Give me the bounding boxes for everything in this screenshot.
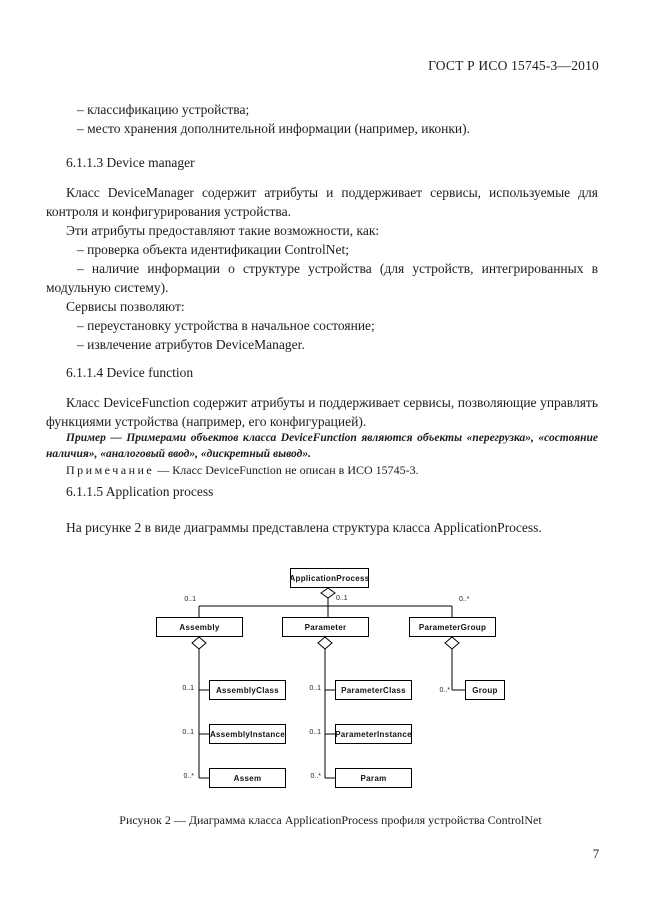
class-box-parameterinstance: ParameterInstance [335, 724, 412, 744]
note-label: Примечание [66, 463, 155, 477]
section-heading-6113: 6.1.1.3 Device manager [66, 155, 195, 170]
note-body: — Класс DeviceFunction не описан в ИСО 1… [154, 463, 419, 477]
aggregation-diamond-parametergroup [444, 636, 460, 650]
class-box-applicationprocess: ApplicationProcess [289, 568, 369, 588]
list-item: – место хранения дополнительной информац… [77, 121, 471, 136]
figure-caption: Рисунок 2 — Диаграмма класса Application… [119, 813, 542, 827]
multiplicity-label: 0..* [439, 687, 450, 694]
section-heading-6115: 6.1.1.5 Application process [66, 484, 214, 499]
aggregation-diamond-applicationprocess [320, 587, 336, 599]
diagram-connectors [191, 587, 465, 779]
body-text: – классификацию устройства; – место хран… [46, 100, 598, 537]
example-text: Пример — Примерами объектов класса Devic… [46, 432, 598, 460]
paragraph: Класс DeviceFunction содержит атрибуты и… [46, 395, 598, 429]
class-box-parameter: Parameter [282, 617, 369, 637]
page-number: 7 [592, 846, 600, 861]
paragraph: На рисунке 2 в виде диаграммы представле… [66, 520, 542, 535]
list-item: – классификацию устройства; [77, 102, 250, 117]
note-text: Примечание — Класс DeviceFunction не опи… [46, 462, 598, 479]
multiplicity-label: 0..1 [182, 729, 194, 736]
multiplicity-label: 0..* [459, 596, 470, 603]
class-box-param: Param [335, 768, 412, 788]
class-box-assem: Assem [209, 768, 286, 788]
list-item: – извлечение атрибутов DeviceManager. [77, 337, 305, 352]
class-box-assembly: Assembly [156, 617, 243, 637]
document-header: ГОСТ Р ИСО 15745-3—2010 [428, 58, 599, 73]
multiplicity-label: 0..* [183, 773, 194, 780]
multiplicity-label: 0..1 [182, 685, 194, 692]
multiplicity-label: 0..1 [309, 685, 321, 692]
list-item: – переустановку устройства в начальное с… [77, 318, 375, 333]
list-item: – наличие информации о структуре устройс… [46, 261, 598, 295]
multiplicity-label: 0..1 [184, 596, 196, 603]
paragraph: Класс DeviceManager содержит атрибуты и … [46, 185, 598, 219]
list-item: – проверка объекта идентификации Control… [77, 242, 349, 257]
class-box-parameterclass: ParameterClass [335, 680, 412, 700]
aggregation-diamond-parameter [317, 636, 333, 650]
class-diagram: ApplicationProcess Assembly Parameter Pa… [0, 555, 661, 805]
paragraph: Сервисы позволяют: [66, 299, 185, 314]
class-box-group: Group [465, 680, 505, 700]
multiplicity-label: 0..* [310, 773, 321, 780]
class-box-assemblyclass: AssemblyClass [209, 680, 286, 700]
multiplicity-label: 0..1 [309, 729, 321, 736]
section-heading-6114: 6.1.1.4 Device function [66, 365, 194, 380]
paragraph: Эти атрибуты предоставляют такие возможн… [66, 223, 380, 238]
class-box-parametergroup: ParameterGroup [409, 617, 496, 637]
aggregation-diamond-assembly [191, 636, 207, 650]
multiplicity-label: 0..1 [336, 595, 348, 602]
class-box-assemblyinstance: AssemblyInstance [209, 724, 286, 744]
